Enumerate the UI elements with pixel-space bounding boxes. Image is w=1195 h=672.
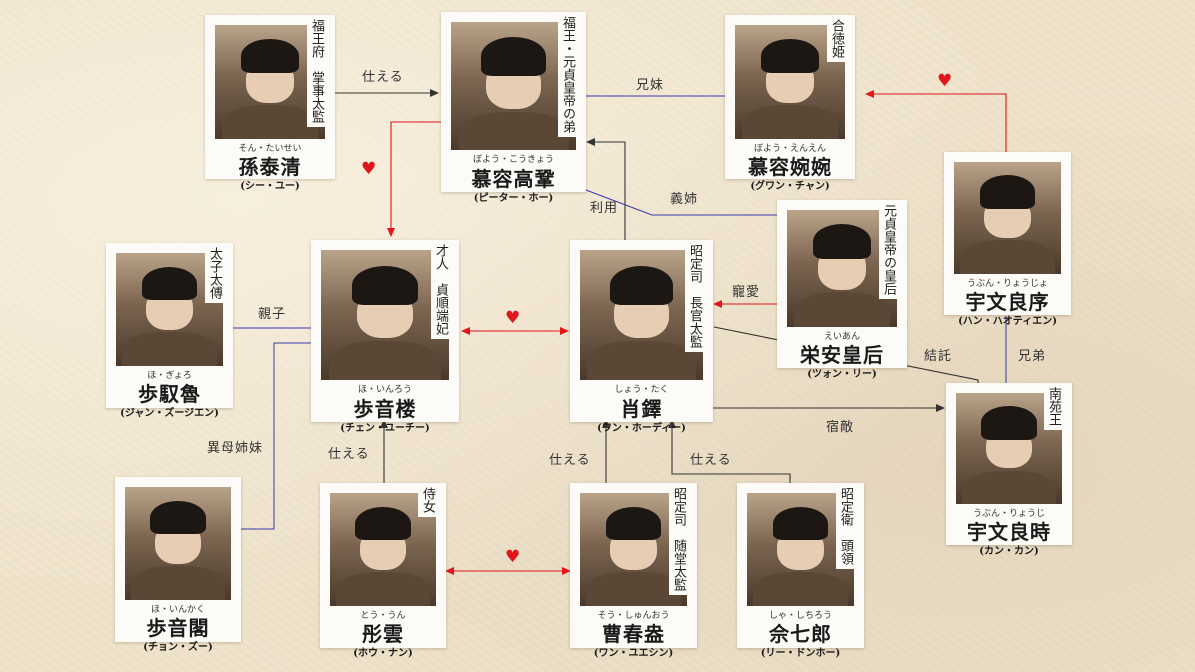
role-label: 福王府 掌事太監 <box>307 15 325 127</box>
label-serve-tounn: 仕える <box>328 447 370 462</box>
name-kana: とう・うん <box>360 611 406 621</box>
name-kana: ぼよう・こうきょう <box>472 155 554 165</box>
character-card-tounn[interactable]: 侍女 とう・うん 彤雲 (ホウ・ナン) <box>320 483 446 659</box>
label-brothers: 兄弟 <box>1018 349 1047 364</box>
role-label: 福王・元貞皇帝の弟 <box>558 12 576 137</box>
character-card-shichiro[interactable]: 昭定衛 頭領 しゃ・しちろう 佘七郎 (リー・ドンホー) <box>737 483 864 659</box>
character-card-enen[interactable]: 合徳姫 ぼよう・えんえん 慕容婉婉 (グワン・チャン) <box>725 15 855 192</box>
character-name: 佘七郎 <box>769 622 832 646</box>
actor-name: (ツォン・リー) <box>807 369 877 380</box>
role-label: 太子太傅 <box>205 243 223 303</box>
character-name: 慕容高鞏 <box>471 167 556 191</box>
arrow-use <box>586 138 626 242</box>
portrait <box>215 25 325 139</box>
line-sister-in-law <box>585 189 779 216</box>
actor-name: (ジャン・ズージエン) <box>120 408 219 419</box>
name-kana: ほ・ぎょろ <box>147 371 192 381</box>
actor-name: (ピーター・ホー) <box>473 193 554 204</box>
role-label: 元貞皇帝の皇后 <box>879 200 897 299</box>
name-kana: うぶん・りょうじ <box>972 509 1045 519</box>
name-kana: そう・しゅんおう <box>597 611 670 621</box>
role-label: 昭定司 長官太監 <box>685 240 703 352</box>
character-name: 肖鐸 <box>620 397 663 421</box>
label-siblings: 兄妹 <box>636 78 665 93</box>
arrow-ryojo-enen <box>865 90 1007 170</box>
role-label: 才人 貞順端妃 <box>431 240 449 339</box>
name-kana: うぶん・りょうじょ <box>966 279 1048 289</box>
portrait <box>787 210 897 327</box>
actor-name: (チョン・ズー) <box>143 642 213 653</box>
name-kana: そん・たいせい <box>238 144 302 154</box>
character-card-hogyoro[interactable]: 太子太傅 ほ・ぎょろ 歩馭魯 (ジャン・ズージエン) <box>106 243 233 419</box>
character-name: 宇文良時 <box>967 520 1051 544</box>
actor-name: (ワン・ユエシン) <box>593 648 674 659</box>
character-card-inkaku[interactable]: ほ・いんかく 歩音閣 (チョン・ズー) <box>115 477 241 653</box>
label-serve-shichiro: 仕える <box>690 453 732 468</box>
portrait <box>735 25 845 139</box>
actor-name: (チェン・ユーチー) <box>340 423 430 434</box>
portrait <box>321 250 449 380</box>
label-half-sisters: 異母姉妹 <box>207 441 264 456</box>
actor-name: (リー・ドンホー) <box>760 648 841 659</box>
actor-name: (ホウ・ナン) <box>353 648 413 659</box>
actor-name: (ハン・ハオティエン) <box>958 316 1057 327</box>
name-kana: えいあん <box>823 332 860 342</box>
portrait <box>956 393 1062 504</box>
character-name: 栄安皇后 <box>800 343 884 367</box>
name-kana: ほ・いんろう <box>357 385 412 395</box>
character-name: 孫泰清 <box>238 155 302 179</box>
name-kana: ぼよう・えんえん <box>753 144 826 154</box>
label-use: 利用 <box>590 201 619 216</box>
portrait <box>125 487 231 600</box>
line-half-sisters <box>241 342 314 530</box>
character-name: 歩音閣 <box>146 616 210 640</box>
role-label: 昭定衛 頭領 <box>836 483 854 569</box>
character-name: 慕容婉婉 <box>748 155 832 179</box>
label-favor: 寵愛 <box>732 285 761 300</box>
role-label: 南苑王 <box>1044 383 1062 430</box>
portrait <box>954 162 1061 274</box>
character-card-ryoji[interactable]: 南苑王 うぶん・りょうじ 宇文良時 (カン・カン) <box>946 383 1072 557</box>
character-card-shotaku[interactable]: 昭定司 長官太監 しょう・たく 肖鐸 (ワン・ホーディー) <box>570 240 713 434</box>
heart-icon: ♥ <box>361 159 377 179</box>
actor-name: (ワン・ホーディー) <box>597 423 686 434</box>
actor-name: (シー・ユー) <box>240 181 300 192</box>
character-name: 宇文良序 <box>965 290 1050 314</box>
portrait <box>580 250 703 380</box>
arrow-boyou-inro <box>387 121 442 237</box>
role-label: 昭定司 随堂太監 <box>669 483 687 595</box>
role-label: 侍女 <box>418 483 436 517</box>
label-conspire: 結託 <box>924 349 953 364</box>
label-serve-soshun: 仕える <box>549 453 591 468</box>
character-card-inro[interactable]: 才人 貞順端妃 ほ・いんろう 歩音楼 (チェン・ユーチー) <box>311 240 459 434</box>
character-card-eian[interactable]: 元貞皇帝の皇后 えいあん 栄安皇后 (ツォン・リー) <box>777 200 907 380</box>
name-kana: しょう・たく <box>614 385 669 395</box>
name-kana: ほ・いんかく <box>150 605 205 615</box>
character-name: 彤雲 <box>362 622 404 646</box>
actor-name: (カン・カン) <box>979 546 1039 557</box>
actor-name: (グワン・チャン) <box>750 181 830 192</box>
label-rival: 宿敵 <box>826 420 855 435</box>
label-serve-fuku: 仕える <box>362 70 404 85</box>
character-card-ryojo[interactable]: うぶん・りょうじょ 宇文良序 (ハン・ハオティエン) <box>944 152 1071 327</box>
name-kana: しゃ・しちろう <box>768 611 832 621</box>
character-card-boyou[interactable]: 福王・元貞皇帝の弟 ぼよう・こうきょう 慕容高鞏 (ピーター・ホー) <box>441 12 586 204</box>
character-card-soshun[interactable]: 昭定司 随堂太監 そう・しゅんおう 曹春盎 (ワン・ユエシン) <box>570 483 697 659</box>
character-card-sontaisei[interactable]: 福王府 掌事太監 そん・たいせい 孫泰清 (シー・ユー) <box>205 15 335 192</box>
heart-icon: ♥ <box>505 308 521 328</box>
label-sister-in-law: 義姉 <box>670 192 699 207</box>
arrow-serve-shichiro <box>668 419 791 484</box>
character-name: 歩馭魯 <box>138 382 201 406</box>
heart-icon: ♥ <box>937 71 953 91</box>
portrait <box>451 22 576 150</box>
character-name: 曹春盎 <box>602 622 665 646</box>
character-name: 歩音楼 <box>353 397 417 421</box>
label-parent-child: 親子 <box>258 307 287 322</box>
heart-icon: ♥ <box>505 547 521 567</box>
role-label: 合徳姫 <box>827 15 845 62</box>
